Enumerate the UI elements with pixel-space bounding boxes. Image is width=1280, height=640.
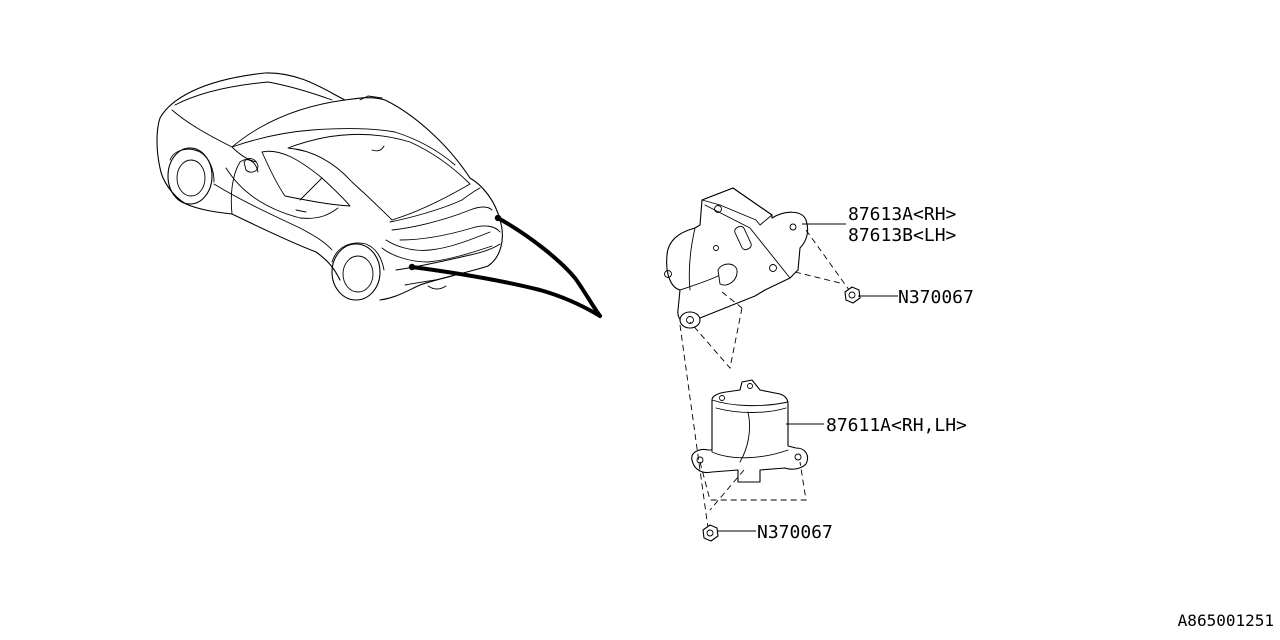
nut-icon	[702, 524, 719, 542]
assembly-line-bracket-nut	[805, 229, 853, 295]
assembly-line-bracket-frame	[689, 271, 841, 369]
diagram-code: A865001251	[1178, 611, 1274, 630]
assembly-line-sensor-nut	[679, 324, 807, 529]
part-label-sensor: 87611A<RH,LH>	[826, 415, 967, 436]
location-leader-lines	[410, 216, 602, 318]
bracket-icon	[664, 187, 809, 329]
nut-icon	[844, 286, 861, 304]
sensor-module-icon	[691, 379, 809, 483]
part-label-nut-upper: N370067	[898, 287, 974, 308]
part-label-nut-lower: N370067	[757, 522, 833, 543]
part-label-bracket-rh: 87613A<RH>	[848, 204, 957, 225]
part-label-bracket-lh: 87613B<LH>	[848, 225, 957, 246]
vehicle-rear-view-icon	[156, 72, 503, 301]
